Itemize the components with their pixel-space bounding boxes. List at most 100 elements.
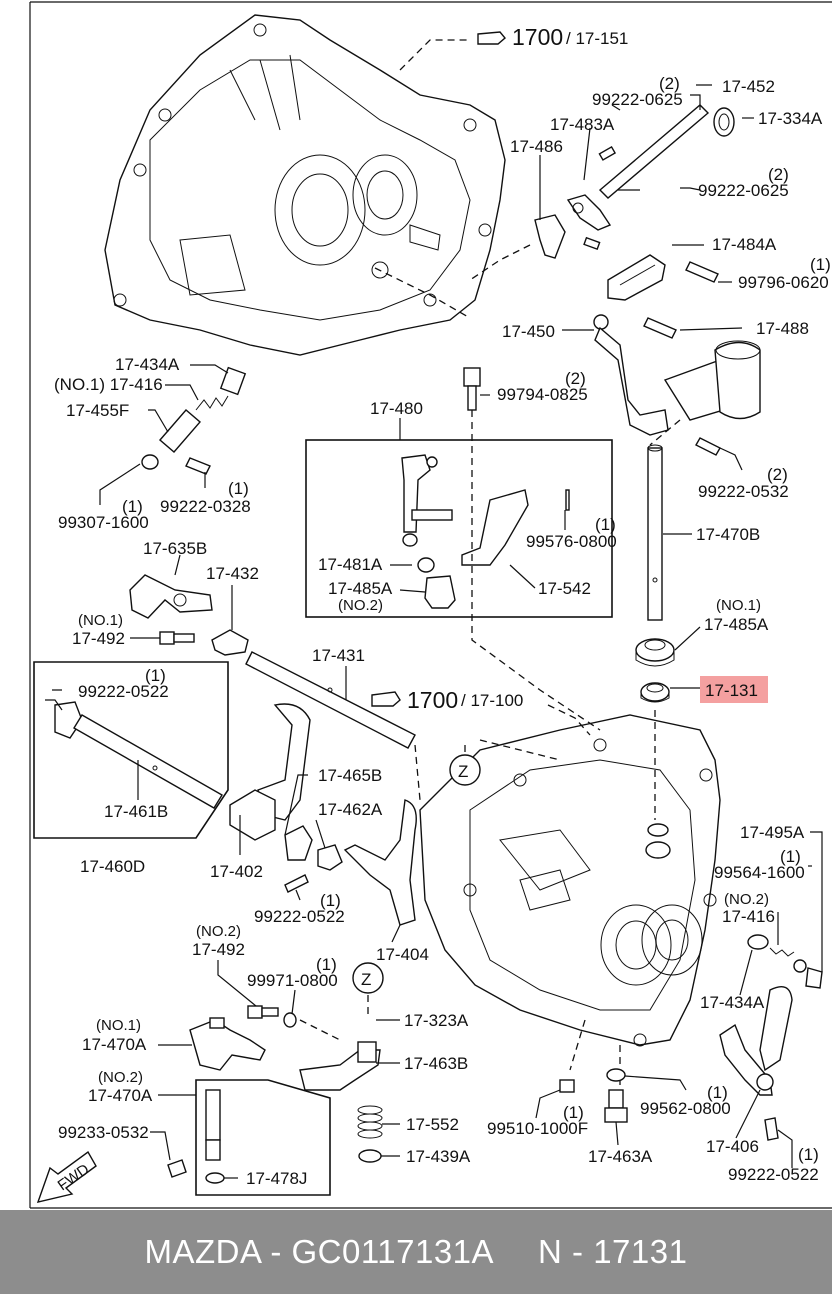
fork-17-404 bbox=[317, 799, 417, 926]
ref-1700-top: 1700 bbox=[512, 24, 563, 50]
shift-rod-17-452 bbox=[583, 104, 735, 251]
label-17-460D: 17-460D bbox=[80, 857, 145, 876]
label-qty: (2) bbox=[767, 465, 788, 484]
label-17-470B: 17-470B bbox=[696, 525, 760, 544]
label-qty: (2) bbox=[659, 74, 680, 93]
label-99222-0328: 99222-0328 bbox=[160, 497, 251, 516]
reference-arrow-top: 1700 / 17-151 bbox=[399, 24, 628, 71]
shift-rod-17-470B bbox=[647, 444, 663, 621]
box-17-470A-no2 bbox=[195, 1079, 331, 1196]
reference-arrow-mid: 1700 / 17-100 bbox=[371, 687, 591, 736]
label-99562-0800: 99562-0800 bbox=[640, 1099, 731, 1118]
label-no1-b: (NO.1) bbox=[716, 597, 761, 614]
switch-17-463A bbox=[604, 1089, 628, 1123]
washer-17-439A bbox=[358, 1149, 382, 1163]
lever-17-470A bbox=[189, 1017, 266, 1071]
zone-marker-top: Z bbox=[449, 745, 481, 786]
label-17-463A: 17-463A bbox=[588, 1147, 653, 1166]
label-99222-0522-c: 99222-0522 bbox=[728, 1165, 819, 1184]
label-17-481A: 17-481A bbox=[318, 555, 383, 574]
washer-99562-0800 bbox=[606, 1068, 626, 1082]
highlight-box-17-131 bbox=[700, 676, 768, 703]
label-17-478J: 17-478J bbox=[246, 1169, 307, 1188]
ref-1700-top-sub: / 17-151 bbox=[566, 29, 628, 48]
pin-99222-0522-mid bbox=[284, 874, 309, 893]
label-qty: (2) bbox=[768, 165, 789, 184]
label-17-432: 17-432 bbox=[206, 564, 259, 583]
label-99222-0625-a: 99222-0625 bbox=[592, 90, 683, 109]
label-17-486: 17-486 bbox=[510, 137, 563, 156]
label-no1-17-416: (NO.1) 17-416 bbox=[54, 375, 163, 394]
label-17-462A: 17-462A bbox=[318, 800, 383, 819]
label-17-131-highlighted: 17-131 bbox=[705, 681, 758, 700]
label-17-470A-no2: 17-470A bbox=[88, 1086, 153, 1105]
bolt-99794-0825 bbox=[463, 367, 481, 411]
bolt-17-492-no1 bbox=[159, 631, 195, 645]
label-17-470A-no1: 17-470A bbox=[82, 1035, 147, 1054]
label-99222-0625-b: 99222-0625 bbox=[698, 181, 789, 200]
pin-99233-0532 bbox=[167, 1159, 187, 1178]
pin-99222-0328 bbox=[185, 457, 211, 475]
seal-17-485A bbox=[635, 638, 675, 667]
label-17-465B: 17-465B bbox=[318, 766, 382, 785]
label-qty: (1) bbox=[707, 1083, 728, 1102]
bolt-99510-1000F bbox=[559, 1079, 575, 1093]
label-99794-0825: 99794-0825 bbox=[497, 385, 588, 404]
spring-17-552 bbox=[357, 1105, 383, 1139]
label-qty: (1) bbox=[228, 479, 249, 498]
label-99971-0800: 99971-0800 bbox=[247, 971, 338, 990]
label-99233-0532: 99233-0532 bbox=[58, 1123, 149, 1142]
label-no2: (NO.2) bbox=[338, 597, 383, 614]
parts-diagram: 1700 / 17-151 bbox=[29, 1, 832, 1209]
label-17-492-no2: 17-492 bbox=[192, 940, 245, 959]
lever-17-463B bbox=[299, 1041, 381, 1091]
label-qty: (1) bbox=[563, 1103, 584, 1122]
detent-parts-right bbox=[747, 934, 823, 989]
label-99576-0800: 99576-0800 bbox=[526, 532, 617, 551]
leader-lines bbox=[45, 84, 823, 1179]
zone-marker-bottom: Z bbox=[352, 962, 384, 1015]
label-no2-d: (NO.2) bbox=[98, 1069, 143, 1086]
washer-99971-0800 bbox=[283, 1012, 297, 1028]
label-17-461B: 17-461B bbox=[104, 802, 168, 821]
label-17-434A-b: 17-434A bbox=[700, 993, 765, 1012]
label-17-439A: 17-439A bbox=[406, 1147, 471, 1166]
transmission-case-lower bbox=[419, 714, 721, 1047]
label-no1: (NO.1) bbox=[78, 612, 123, 629]
label-17-404: 17-404 bbox=[376, 945, 429, 964]
bolt-99796-0620 bbox=[685, 261, 719, 283]
label-qty: (1) bbox=[122, 497, 143, 516]
lever-17-432 bbox=[211, 629, 249, 656]
label-17-406: 17-406 bbox=[706, 1137, 759, 1156]
footer-part-code: N - 17131 bbox=[538, 1233, 688, 1270]
rod-17-431 bbox=[245, 651, 416, 749]
plug-99307-1600 bbox=[141, 454, 159, 470]
pin-17-434A bbox=[219, 366, 247, 396]
transmission-case-upper bbox=[104, 14, 506, 356]
label-17-463B: 17-463B bbox=[404, 1054, 468, 1073]
fork-17-406 bbox=[719, 986, 793, 1096]
label-17-485A: 17-485A bbox=[328, 579, 393, 598]
label-17-492-no1: 17-492 bbox=[72, 629, 125, 648]
bolt-17-492-no2 bbox=[247, 1005, 279, 1019]
label-qty: (1) bbox=[810, 255, 831, 274]
label-qty: (1) bbox=[320, 891, 341, 910]
label-17-483A: 17-483A bbox=[550, 115, 615, 134]
label-99307-1600: 99307-1600 bbox=[58, 513, 149, 532]
label-99510-1000F: 99510-1000F bbox=[487, 1119, 588, 1138]
bolt-17-488 bbox=[643, 317, 677, 339]
label-99222-0522-a: 99222-0522 bbox=[78, 682, 169, 701]
label-17-542: 17-542 bbox=[538, 579, 591, 598]
footer-text: MAZDA - GC0117131A N - 17131 bbox=[145, 1233, 688, 1271]
pin-99222-0522-bottom bbox=[764, 1117, 779, 1141]
assembly-box-17-480 bbox=[305, 439, 613, 618]
guide-lines bbox=[299, 244, 681, 1085]
sleeve-17-455F bbox=[159, 409, 201, 453]
label-17-450: 17-450 bbox=[502, 322, 555, 341]
label-99796-0620: 99796-0620 bbox=[738, 273, 829, 292]
label-17-452: 17-452 bbox=[722, 77, 775, 96]
ref-1700-mid-sub: / 17-100 bbox=[461, 691, 523, 710]
label-no1-c: (NO.1) bbox=[96, 1017, 141, 1034]
label-17-402: 17-402 bbox=[210, 862, 263, 881]
bracket-17-486 bbox=[534, 214, 566, 259]
